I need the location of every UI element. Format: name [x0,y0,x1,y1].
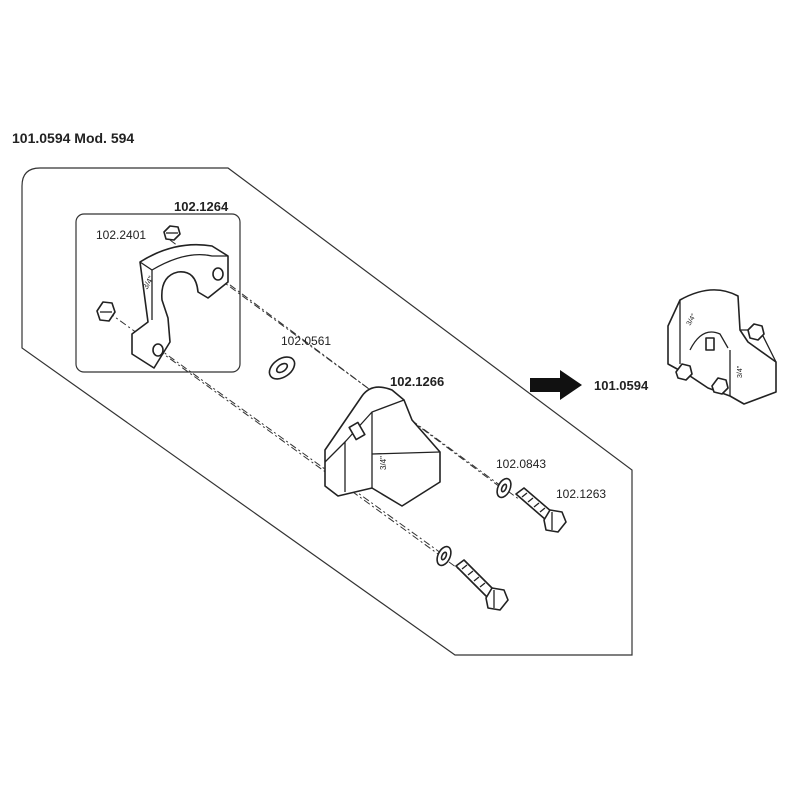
label-lock-washer: 102.0843 [496,457,546,471]
bolt-upper-icon [515,487,567,533]
bolt-lower-icon [455,559,509,611]
lock-washer-lower-icon [436,545,452,567]
label-assembled-unit: 101.0594 [594,378,649,393]
clamp-subassembly-box [75,213,241,373]
assembled-size-marking-bracket: 3/4" [737,365,744,378]
label-bracket: 102.1266 [390,374,444,389]
label-spacer-washer: 102.0561 [281,334,331,348]
arrow-right-icon [530,370,582,400]
lock-washer-upper-icon [496,477,512,499]
nut-lower-icon [96,301,116,322]
spacer-washer-icon [268,356,296,380]
bracket-size-marking: 3/4" [379,456,388,470]
label-bolt: 102.1263 [556,487,606,501]
clamp-part: 3/4" [131,243,229,369]
label-clamp-assembly: 102.1264 [174,199,229,214]
diagram-title: 101.0594 Mod. 594 [12,130,134,146]
bracket-part: 3/4" [324,386,441,507]
nut-upper-icon [163,225,181,241]
assembly-lines [107,239,521,571]
assembled-unit-part: 3/4" 3/4" [667,289,777,405]
exploded-view-border [21,167,633,656]
label-nut: 102.2401 [96,228,146,242]
